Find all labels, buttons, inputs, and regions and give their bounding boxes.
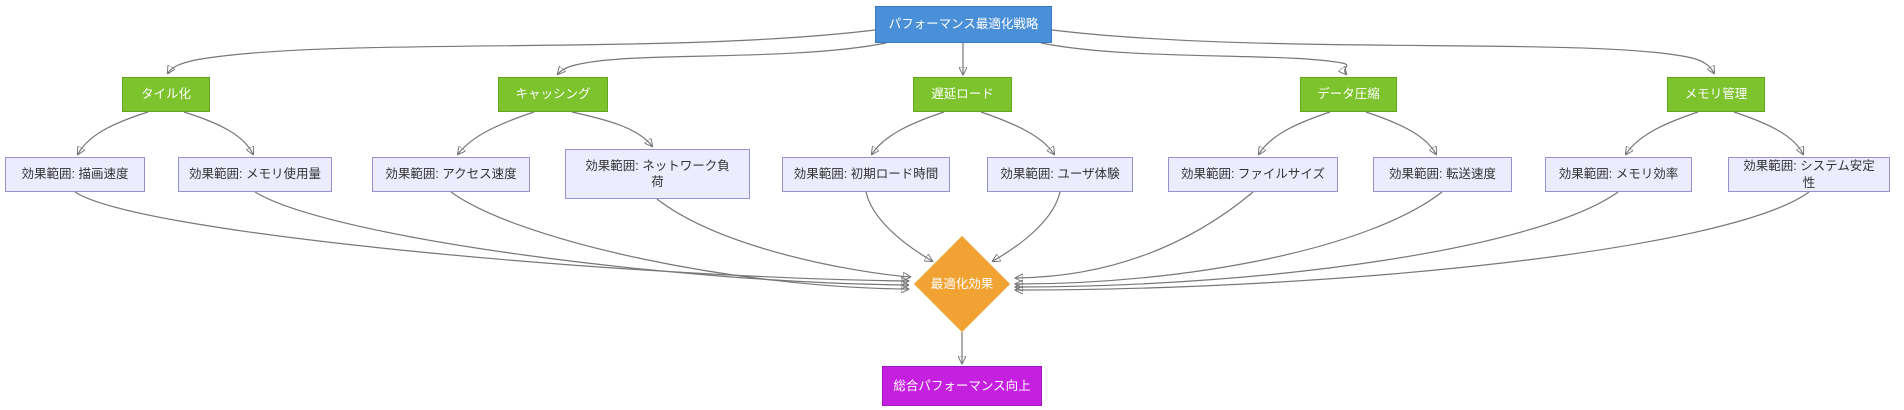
edge-cache-to-access <box>458 111 535 154</box>
node-strategy-memory: メモリ管理 <box>1667 77 1765 112</box>
node-effect-memory-usage: 効果範囲: メモリ使用量 <box>178 157 332 192</box>
node-strategy-lazyload: 遅延ロード <box>913 77 1012 112</box>
edge-initload-to-decision <box>865 191 932 261</box>
edge-mem-to-decision <box>254 191 908 285</box>
edge-speed-to-decision <box>1016 191 1443 284</box>
edge-lazy-to-ux <box>980 111 1054 154</box>
node-effect-draw-speed: 効果範囲: 描画速度 <box>5 157 145 192</box>
edge-tiling-to-mem <box>183 111 253 154</box>
edge-root-to-memory <box>1051 29 1714 73</box>
edge-compress-to-speed <box>1365 111 1436 154</box>
edge-root-to-tiling <box>168 29 876 73</box>
edge-memory-to-eff <box>1626 111 1699 154</box>
edge-cache-to-network <box>571 111 652 146</box>
node-effect-memory-efficiency: 効果範囲: メモリ効率 <box>1545 157 1692 192</box>
node-effect-transfer-speed: 効果範囲: 転送速度 <box>1373 157 1512 192</box>
edge-memory-to-stable <box>1733 111 1803 154</box>
node-strategy-compression: データ圧縮 <box>1300 77 1397 112</box>
node-effect-system-stability: 効果範囲: システム安定性 <box>1728 157 1890 192</box>
edge-stable-to-decision <box>1016 191 1810 290</box>
edge-ux-to-decision <box>993 191 1061 261</box>
edge-root-to-caching <box>558 42 887 74</box>
edge-tiling-to-draw <box>78 111 149 154</box>
node-strategy-tiling: タイル化 <box>122 77 210 112</box>
node-effect-file-size: 効果範囲: ファイルサイズ <box>1168 157 1338 192</box>
edge-access-to-decision <box>450 191 908 289</box>
node-decision-label: 最適化効果 <box>930 276 994 291</box>
edge-lazy-to-initload <box>872 111 945 154</box>
edge-size-to-decision <box>1016 191 1254 278</box>
node-effect-network-load: 効果範囲: ネットワーク負荷 <box>565 149 750 199</box>
node-effect-initial-load-time: 効果範囲: 初期ロード時間 <box>782 157 950 192</box>
node-result: 総合パフォーマンス向上 <box>882 366 1042 406</box>
edge-compress-to-size <box>1259 111 1331 154</box>
edge-root-to-compress <box>1040 42 1347 74</box>
node-root-strategy: パフォーマンス最適化戦略 <box>875 6 1052 43</box>
node-strategy-caching: キャッシング <box>498 77 608 112</box>
node-effect-access-speed: 効果範囲: アクセス速度 <box>372 157 530 192</box>
edge-draw-to-decision <box>74 191 908 281</box>
edge-network-to-decision <box>656 198 910 277</box>
edge-eff-to-decision <box>1016 191 1619 287</box>
node-effect-user-experience: 効果範囲: ユーザ体験 <box>987 157 1133 192</box>
